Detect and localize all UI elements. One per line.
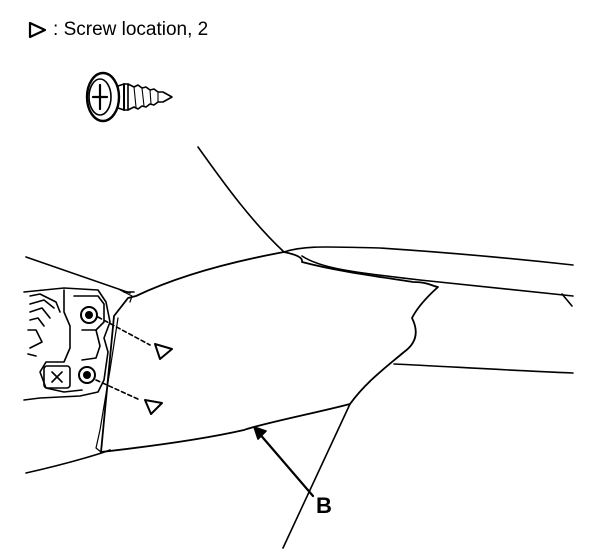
callout-arrow	[256, 430, 315, 498]
triangle-marker-icon	[28, 21, 47, 39]
legend-separator: :	[53, 19, 59, 40]
screw-location-marker-1	[154, 343, 173, 360]
leader-line-upper	[97, 316, 151, 346]
leader-line-lower	[95, 379, 141, 401]
dashboard-outline	[25, 146, 574, 549]
callout-arrowhead	[253, 426, 267, 440]
side-cover-panel-b	[95, 251, 439, 453]
screw-location-legend: : Screw location, 2	[28, 16, 208, 44]
legend-text: Screw location, 2	[63, 19, 209, 40]
part-callout-b: B	[316, 493, 332, 518]
mounting-screw-upper	[80, 306, 98, 324]
screw-location-marker-2	[144, 399, 163, 415]
screw-icon	[85, 71, 173, 123]
mounting-screw-lower	[78, 366, 96, 384]
console-bracket	[23, 287, 135, 401]
